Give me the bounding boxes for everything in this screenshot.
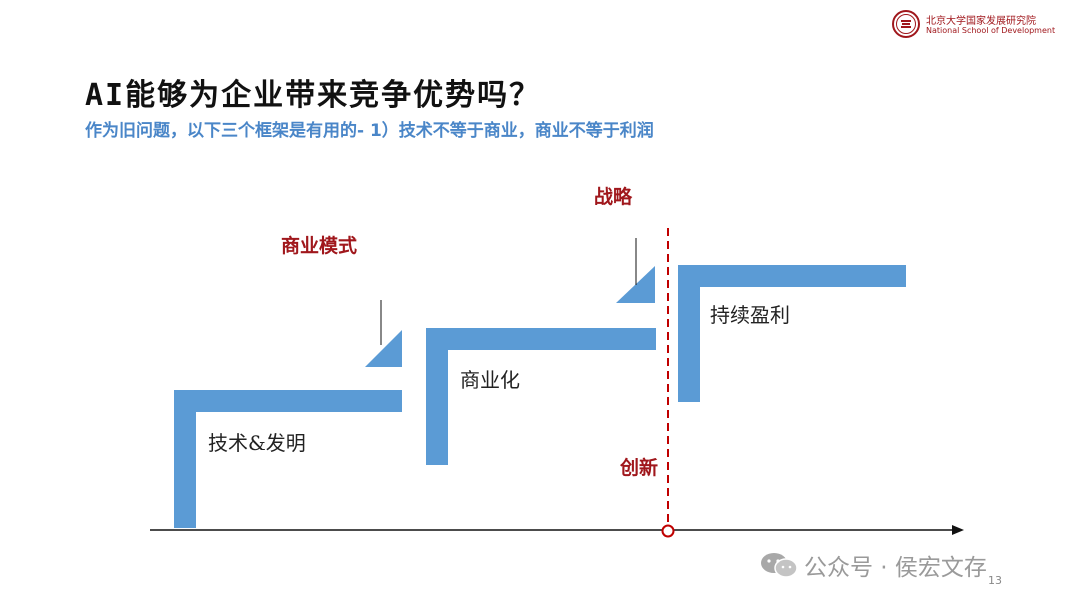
x-axis-arrowhead <box>952 525 964 535</box>
transition-triangle-1 <box>365 330 402 367</box>
watermark-text: 公众号 · 侯宏文存 <box>804 555 987 581</box>
pku-seal-icon <box>892 10 920 38</box>
label-stage-profit: 持续盈利 <box>710 303 790 327</box>
label-stage-technology: 技术&发明 <box>208 431 306 455</box>
innovation-axis-marker <box>661 524 675 538</box>
slide-subtitle: 作为旧问题，以下三个框架是有用的- 1）技术不等于商业，商业不等于利润 <box>85 121 654 141</box>
label-stage-commercialization: 商业化 <box>460 368 520 392</box>
logo-english-name: National School of Development <box>926 26 1056 35</box>
step-3-bar <box>678 265 906 402</box>
step-1-bar <box>174 390 402 528</box>
label-strategy: 战略 <box>594 186 633 208</box>
slide-title: AI能够为企业带来竞争优势吗？ <box>85 78 542 113</box>
label-innovation: 创新 <box>620 457 659 479</box>
step-2-bar <box>426 328 656 465</box>
label-business-model: 商业模式 <box>281 235 358 257</box>
logo-chinese-name: 北京大学国家发展研究院 <box>926 16 1036 27</box>
page-number: 13 <box>988 574 1002 587</box>
header-logo: 北京大学国家发展研究院 National School of Developme… <box>892 10 1055 40</box>
wechat-icon <box>761 553 798 578</box>
